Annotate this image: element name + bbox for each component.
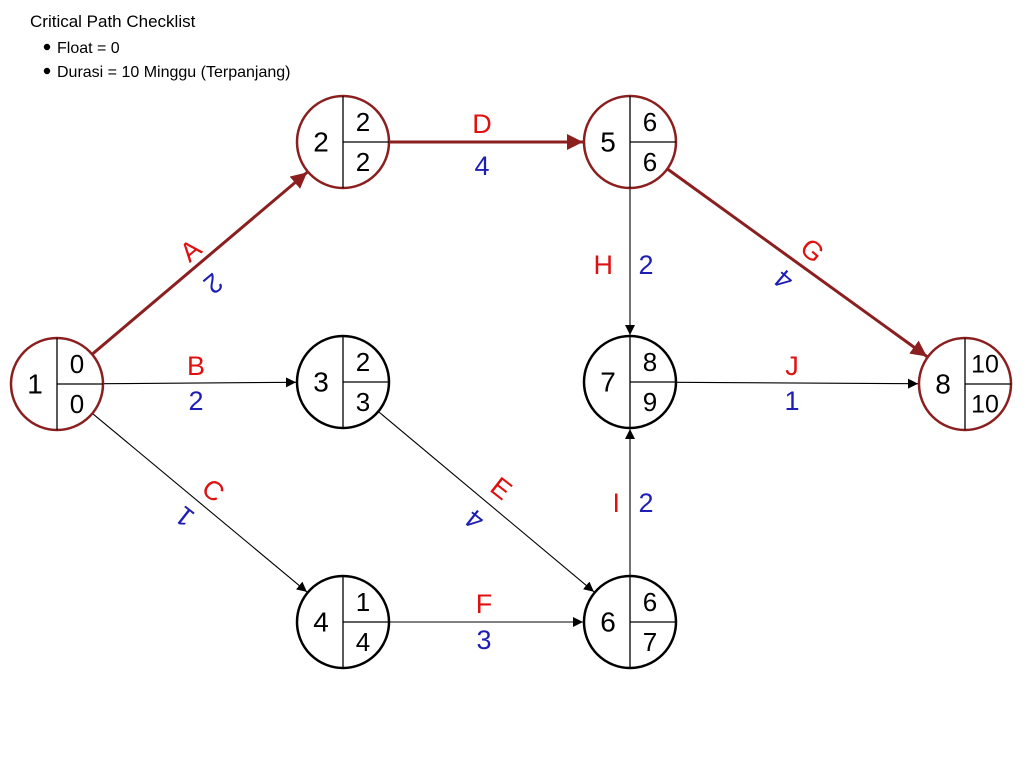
event-node-6: 667	[582, 574, 678, 670]
node-latest-time: 9	[643, 387, 657, 417]
event-node-4: 414	[295, 574, 391, 670]
activity-name-f: F	[476, 589, 493, 619]
activity-name-c: C	[196, 473, 230, 509]
event-node-7: 78 9	[582, 334, 678, 430]
node-earliest-time: 2	[356, 107, 370, 137]
activity-arrow-a	[91, 171, 309, 356]
activity-duration-a: 2	[198, 267, 229, 300]
activity-name-j: J	[785, 351, 799, 381]
node-earliest-time: 6	[643, 587, 657, 617]
activity-duration-i: 2	[638, 488, 653, 518]
checklist-item-duration: Durasi = 10 Minggu (Terpanjang)	[57, 64, 290, 81]
node-earliest-time: 8	[643, 347, 657, 377]
node-id: 5	[600, 126, 616, 157]
activity-name-b: B	[187, 351, 205, 381]
activity-name-d: D	[472, 109, 492, 139]
node-earliest-time: 0	[70, 349, 84, 379]
node-earliest-time: 10	[971, 351, 999, 379]
activity-name-i: I	[612, 488, 620, 518]
event-node-2: 222	[295, 94, 391, 190]
event-node-3: 323	[295, 334, 391, 430]
checklist-item-float: Float = 0	[57, 40, 120, 57]
activity-duration-f: 3	[476, 625, 491, 655]
checklist: Critical Path Checklist Float = 0 Durasi…	[30, 12, 290, 81]
activity-arrow-g	[666, 167, 928, 358]
node-earliest-time: 6	[643, 107, 657, 137]
node-id: 1	[27, 368, 43, 399]
node-latest-time: 6	[643, 147, 657, 177]
node-id: 6	[600, 606, 616, 637]
node-latest-time: 4	[356, 627, 370, 657]
activity-duration-d: 4	[474, 151, 489, 181]
activity-name-e: E	[485, 471, 518, 506]
activity-arrow-b	[102, 377, 297, 388]
activity-arrows	[91, 134, 928, 627]
bullet-icon	[43, 67, 51, 75]
activity-arrow-c	[92, 412, 308, 593]
activity-arrow-j	[675, 378, 919, 389]
node-id: 4	[313, 606, 329, 637]
event-node-5: 56 6	[582, 94, 678, 190]
activity-duration-g: 4	[768, 263, 799, 296]
node-id: 7	[600, 366, 616, 397]
node-latest-time: 7	[643, 627, 657, 657]
event-node-8: 8 10 10	[917, 336, 1013, 432]
node-earliest-time: 1	[356, 587, 370, 617]
node-latest-time: 0	[70, 389, 84, 419]
node-id: 8	[935, 368, 951, 399]
activity-duration-h: 2	[638, 250, 653, 280]
activity-duration-e: 4	[460, 503, 490, 536]
activity-arrow-e	[377, 411, 595, 593]
bullet-icon	[43, 43, 51, 51]
checklist-title: Critical Path Checklist	[30, 12, 196, 31]
activity-duration-b: 2	[188, 386, 203, 416]
event-node-1: 10 0	[9, 336, 105, 432]
node-id: 2	[313, 126, 329, 157]
node-id: 3	[313, 366, 329, 397]
activity-name-h: H	[594, 250, 614, 280]
activity-duration-j: 1	[784, 386, 799, 416]
node-latest-time: 3	[356, 387, 370, 417]
node-latest-time: 10	[971, 391, 999, 419]
node-latest-time: 2	[356, 147, 370, 177]
node-earliest-time: 2	[356, 347, 370, 377]
activity-duration-c: 1	[170, 500, 200, 533]
